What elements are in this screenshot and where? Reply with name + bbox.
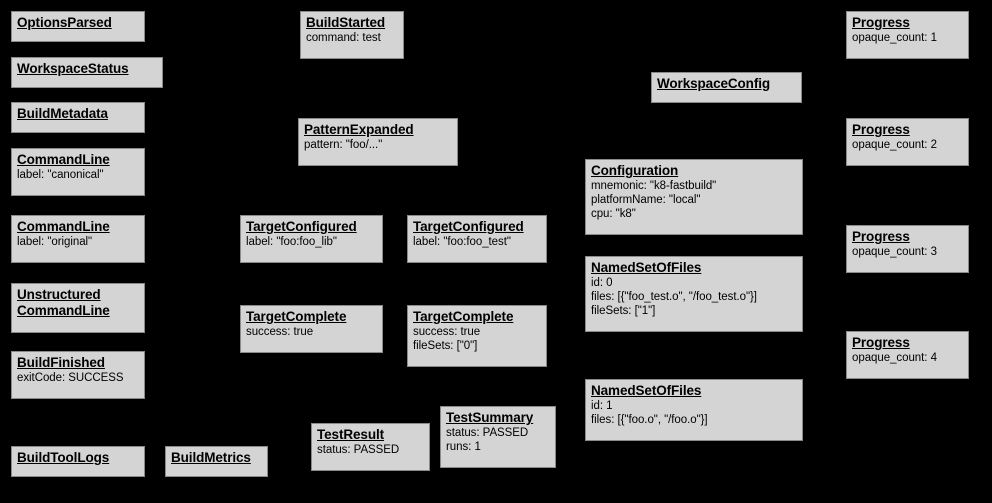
node-title: TargetConfigured <box>246 219 357 234</box>
node-title: BuildStarted <box>306 15 386 30</box>
node-fields: pattern: "foo/..." <box>304 139 383 151</box>
node-named-set-of-files-1[interactable]: NamedSetOfFiles id: 1 files: [{"foo.o", "… <box>585 379 803 441</box>
node-title: NamedSetOfFiles <box>591 383 702 398</box>
node-build-metadata[interactable]: BuildMetadata <box>11 102 145 133</box>
node-build-metrics[interactable]: BuildMetrics <box>165 446 268 477</box>
node-target-complete-test[interactable]: TargetComplete success: true fileSets: ["… <box>407 305 547 367</box>
node-command-line-canonical[interactable]: CommandLine label: "canonical" <box>11 148 145 196</box>
node-title: BuildMetrics <box>171 450 251 465</box>
node-title: TargetComplete <box>413 309 514 324</box>
node-test-result[interactable]: TestResult status: PASSED <box>311 423 430 471</box>
node-fields: label: "foo:foo_lib" <box>246 236 337 248</box>
node-title: Progress <box>852 122 910 137</box>
node-title: TargetComplete <box>246 309 347 324</box>
node-title: PatternExpanded <box>304 122 414 137</box>
node-title: Progress <box>852 15 910 30</box>
node-title: NamedSetOfFiles <box>591 260 702 275</box>
node-build-started[interactable]: BuildStarted command: test <box>300 11 404 59</box>
node-title: TestSummary <box>446 410 534 425</box>
node-workspace-status[interactable]: WorkspaceStatus <box>11 57 163 88</box>
node-fields: success: true <box>246 326 314 338</box>
node-title: WorkspaceConfig <box>657 76 771 91</box>
node-fields: id: 1 files: [{"foo.o", "/foo.o"}] <box>591 400 708 426</box>
node-fields: opaque_count: 3 <box>852 246 937 258</box>
node-fields: opaque_count: 2 <box>852 139 937 151</box>
node-command-line-original[interactable]: CommandLine label: "original" <box>11 215 145 263</box>
node-fields: label: "canonical" <box>17 169 104 181</box>
node-unstructured-command-line[interactable]: Unstructured CommandLine <box>11 283 145 333</box>
node-title: CommandLine <box>17 152 110 167</box>
node-configuration[interactable]: Configuration mnemonic: "k8-fastbuild" pl… <box>585 159 803 235</box>
node-fields: label: "original" <box>17 236 93 248</box>
node-title: BuildMetadata <box>17 106 108 121</box>
node-title: OptionsParsed <box>17 15 112 30</box>
node-fields: opaque_count: 1 <box>852 32 937 44</box>
node-title: BuildToolLogs <box>17 450 110 465</box>
node-fields: status: PASSED <box>317 444 400 456</box>
node-workspace-config[interactable]: WorkspaceConfig <box>651 72 802 103</box>
node-fields: exitCode: SUCCESS <box>17 372 124 384</box>
node-pattern-expanded[interactable]: PatternExpanded pattern: "foo/..." <box>298 118 458 166</box>
node-fields: status: PASSED runs: 1 <box>446 427 529 453</box>
node-fields: command: test <box>306 32 381 44</box>
node-target-configured-test[interactable]: TargetConfigured label: "foo:foo_test" <box>407 215 547 263</box>
node-named-set-of-files-0[interactable]: NamedSetOfFiles id: 0 files: [{"foo_test.… <box>585 256 803 332</box>
node-build-finished[interactable]: BuildFinished exitCode: SUCCESS <box>11 351 145 399</box>
node-build-tool-logs[interactable]: BuildToolLogs <box>11 446 145 477</box>
node-target-configured-lib[interactable]: TargetConfigured label: "foo:foo_lib" <box>240 215 383 263</box>
node-title: WorkspaceStatus <box>17 61 129 76</box>
node-progress-4[interactable]: Progress opaque_count: 4 <box>846 331 969 379</box>
node-fields: label: "foo:foo_test" <box>413 236 511 248</box>
node-title: CommandLine <box>17 219 110 234</box>
node-title: TestResult <box>317 427 385 442</box>
node-fields: success: true fileSets: ["0"] <box>413 326 481 352</box>
node-title: TargetConfigured <box>413 219 524 234</box>
node-fields: id: 0 files: [{"foo_test.o", "/foo_test.… <box>591 277 757 317</box>
node-target-complete-lib[interactable]: TargetComplete success: true <box>240 305 383 353</box>
node-title: Unstructured CommandLine <box>17 287 110 318</box>
node-test-summary[interactable]: TestSummary status: PASSED runs: 1 <box>440 406 556 468</box>
node-progress-1[interactable]: Progress opaque_count: 1 <box>846 11 969 59</box>
node-options-parsed[interactable]: OptionsParsed <box>11 11 145 42</box>
node-title: Progress <box>852 335 910 350</box>
node-progress-2[interactable]: Progress opaque_count: 2 <box>846 118 969 166</box>
node-title: Configuration <box>591 163 679 178</box>
node-title: BuildFinished <box>17 355 105 370</box>
node-fields: mnemonic: "k8-fastbuild" platformName: "… <box>591 180 717 220</box>
node-fields: opaque_count: 4 <box>852 352 937 364</box>
node-progress-3[interactable]: Progress opaque_count: 3 <box>846 225 969 273</box>
node-title: Progress <box>852 229 910 244</box>
